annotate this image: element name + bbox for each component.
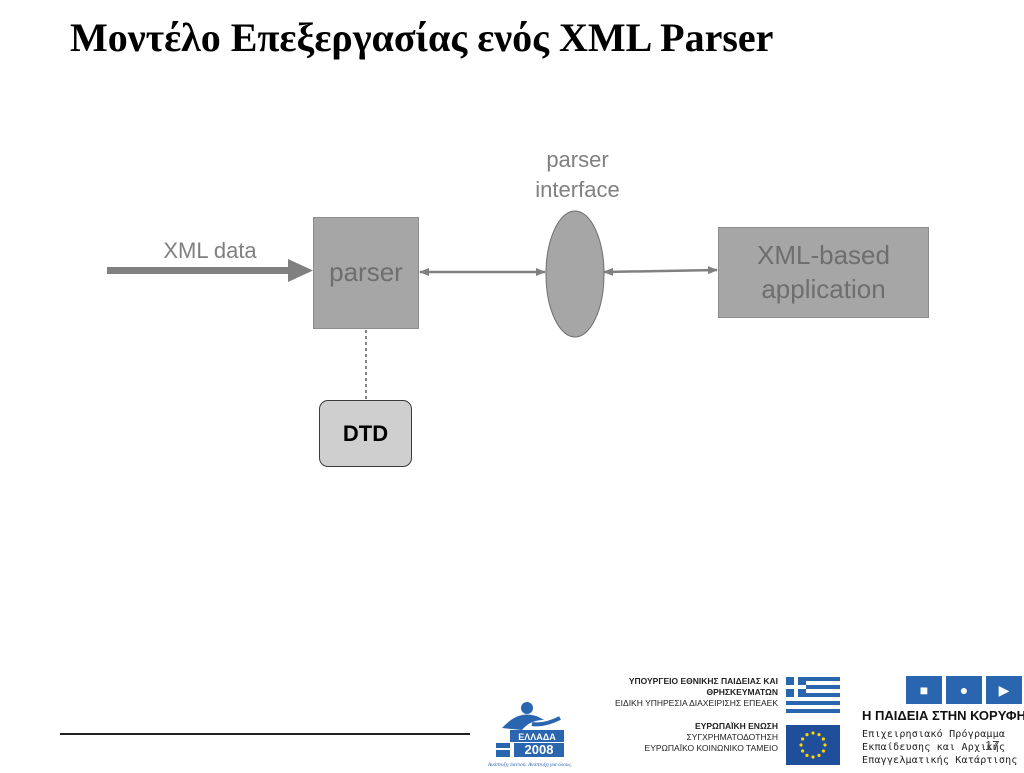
dtd-box: DTD	[319, 400, 412, 467]
eu-line1: ΕΥΡΩΠΑΪΚΗ ΕΝΩΣΗ	[695, 721, 778, 731]
dtd-label: DTD	[342, 420, 389, 446]
paideia-heading: Η ΠΑΙΔΕΙΑ ΣΤΗΝ ΚΟΡΥΦΗ	[862, 708, 1024, 723]
xml-data-label: XML data	[163, 238, 257, 263]
ellada-figure-icon: ΕΛΛΑΔΑ 2008 Ανάπτυξη παντού. Ανάπτυξη γι…	[487, 702, 572, 768]
ellada-2008-logo: ΕΛΛΑΔΑ 2008 Ανάπτυξη παντού. Ανάπτυξη γι…	[482, 698, 592, 768]
paideia-media-icons: ■ ● ▶	[906, 676, 1022, 704]
stop-square-icon: ■	[906, 676, 942, 704]
application-label-line2: application	[761, 273, 886, 304]
paideia-sub1: Επιχειρησιακό Πρόγραμμα	[862, 729, 1006, 740]
slide-title: Μοντέλο Επεξεργασίας ενός XML Parser	[70, 15, 774, 60]
greek-flag-icon	[786, 677, 840, 713]
paideia-sub3: Επαγγελματικής Κατάρτισης	[862, 755, 1018, 766]
interface-application-arrow	[603, 266, 718, 276]
ministry-text-block: ΥΠΟΥΡΓΕΙΟ ΕΘΝΙΚΗΣ ΠΑΙΔΕΙΑΣ ΚΑΙ ΘΡΗΣΚΕΥΜΑ…	[556, 676, 778, 754]
eu-line2: ΣΥΓΧΡΗΜΑΤΟΔΟΤΗΣΗ	[686, 732, 778, 742]
ministry-line1: ΥΠΟΥΡΓΕΙΟ ΕΘΝΙΚΗΣ ΠΑΙΔΕΙΑΣ ΚΑΙ ΘΡΗΣΚΕΥΜΑ…	[628, 676, 778, 697]
eu-flag-icon	[786, 725, 840, 765]
parser-interface-label: parser interface	[505, 145, 650, 205]
ellada-tagline: Ανάπτυξη παντού. Ανάπτυξη για όλους.	[487, 761, 572, 768]
eu-line3: ΕΥΡΩΠΑΪΚΟ ΚΟΙΝΩΝΙΚΟ ΤΑΜΕΙΟ	[644, 743, 778, 753]
paideia-subtitle: Επιχειρησιακό Πρόγραμμα Εκπαίδευσης και …	[862, 728, 1018, 767]
ellada-logo-text: ΕΛΛΑΔΑ	[518, 732, 556, 742]
parser-label: parser	[329, 257, 403, 288]
parser-interface-ellipse	[545, 210, 605, 338]
footer-divider	[60, 733, 470, 735]
xml-data-arrow	[107, 259, 313, 282]
parser-box: parser	[313, 217, 419, 329]
application-label-line1: XML-based	[757, 239, 890, 270]
ellada-logo-year: 2008	[525, 742, 554, 757]
parser-interface-label-line1: parser	[546, 147, 609, 172]
xml-based-application-box: XML-based application	[718, 227, 929, 318]
parser-interface-label-line2: interface	[535, 177, 620, 202]
page-number: 17	[985, 738, 1000, 753]
play-triangle-icon: ▶	[986, 676, 1022, 704]
paideia-sub2: Εκπαίδευσης και Αρχικής	[862, 742, 1006, 753]
record-dot-icon: ●	[946, 676, 982, 704]
ministry-line2: ΕΙΔΙΚΗ ΥΠΗΡΕΣΙΑ ΔΙΑΧΕΙΡΙΣΗΣ ΕΠΕΑΕΚ	[614, 698, 778, 708]
